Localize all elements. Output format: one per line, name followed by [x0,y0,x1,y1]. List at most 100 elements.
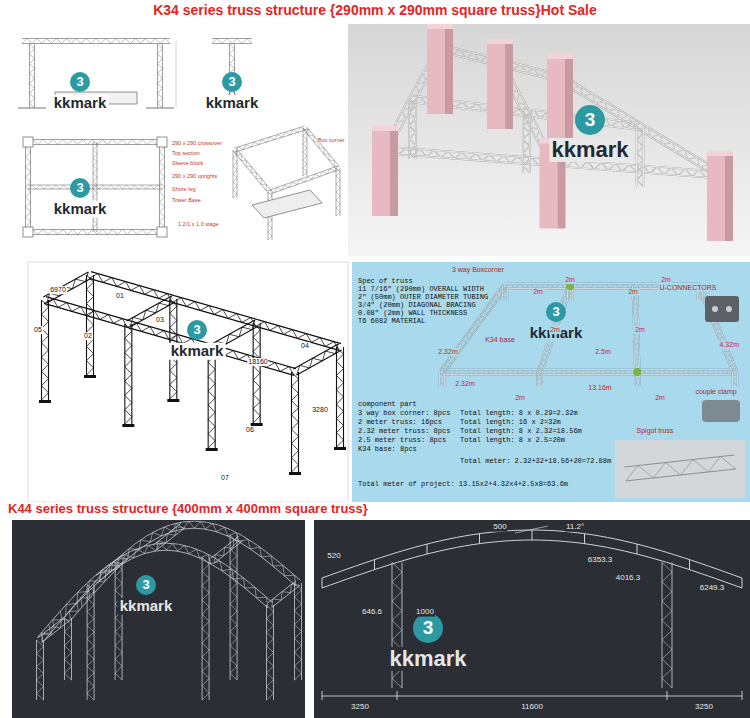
outline [188,549,200,558]
outline [261,557,273,566]
part-label: 290 x 290 crossover [172,140,222,146]
base-plate [206,448,218,451]
outline [643,127,644,187]
pillar-top [487,39,513,44]
outline [166,544,178,551]
outline [536,372,537,386]
outline [439,372,440,386]
outline [440,372,445,386]
spec-line: Spec of truss [358,278,413,286]
outline [22,39,170,44]
outline [636,127,637,187]
watermark: kkmark [52,201,109,218]
outline [82,594,94,607]
outline [667,691,668,700]
outline [77,589,89,602]
part-label: Sleeve block [172,160,203,166]
pillar-top [372,126,398,131]
outline [261,556,273,566]
outline [237,149,272,191]
dimension: 2m [660,276,672,284]
outline [507,286,508,300]
outline [427,544,428,554]
spigot-photo [615,440,745,498]
spec-panel [352,262,750,502]
pillar-top [707,151,733,156]
logo-circle [136,575,156,595]
spec-line: Total length: 8 x 2.5=20m [460,437,565,445]
outline [444,372,445,386]
outline [523,113,530,173]
outline [237,150,238,198]
outline [194,522,206,529]
outline [150,533,162,542]
outline [174,296,257,320]
dimension: 2m [549,326,561,334]
outline [87,275,94,375]
part-label: Top section [172,150,200,156]
outline [532,530,533,540]
outline [133,549,145,558]
logo-circle [70,178,90,198]
dimension: 11600 [520,703,544,712]
drawing-panel [28,262,348,502]
dimension: 4016.3 [615,574,641,583]
outline [374,560,375,570]
bolt-hole [712,306,718,312]
spec-line: 0.08" (2mm) WALL THICKNESS [358,310,467,318]
outline [295,583,302,680]
outline [479,534,480,544]
spec-line: 2 meter truss: 16pcs [358,419,442,427]
outline [340,168,341,216]
outline [139,540,151,550]
outline [94,581,106,594]
dimension: 18160 [247,358,268,366]
render-panel [348,24,750,256]
outline [230,535,237,680]
outline [584,534,585,544]
outline [267,605,274,700]
outline [522,113,524,173]
iso-drawing [39,272,346,475]
outline [253,323,260,423]
outline [529,113,531,173]
outline [176,41,177,108]
outline [133,553,145,557]
outline [733,372,738,386]
base-plate [289,472,301,475]
outline [28,185,162,189]
outline [637,544,638,554]
outline [245,587,256,597]
outline [322,578,323,588]
dimension: 3280 [311,406,329,414]
box-corner [157,227,167,237]
outline [144,551,156,554]
watermark: kkmark [549,138,630,162]
callout-number: 07 [220,474,230,482]
outline [115,562,116,680]
logo-circle [575,105,605,135]
outline [409,99,416,159]
outline [91,272,174,296]
outline [307,128,308,176]
part-label: 1.2/1 x 1.0 stage [178,221,219,227]
arch-iso [37,521,302,700]
outline [43,640,44,700]
outline [158,44,163,108]
logo-circle [413,613,443,643]
watermark: kkmark [204,95,261,112]
box-corner [157,137,167,147]
outline [273,566,285,576]
outline [570,284,635,289]
outline [643,127,645,187]
outline [742,691,743,700]
outline [570,284,635,289]
pillar-shade [445,28,453,114]
outline [237,535,238,680]
outline [416,99,417,159]
outline [47,272,89,303]
outline [442,370,540,375]
outline [214,540,242,563]
spec-line: 11 7/16" (290mm) OVERALL WIDTH [358,286,484,294]
outline [415,99,417,159]
